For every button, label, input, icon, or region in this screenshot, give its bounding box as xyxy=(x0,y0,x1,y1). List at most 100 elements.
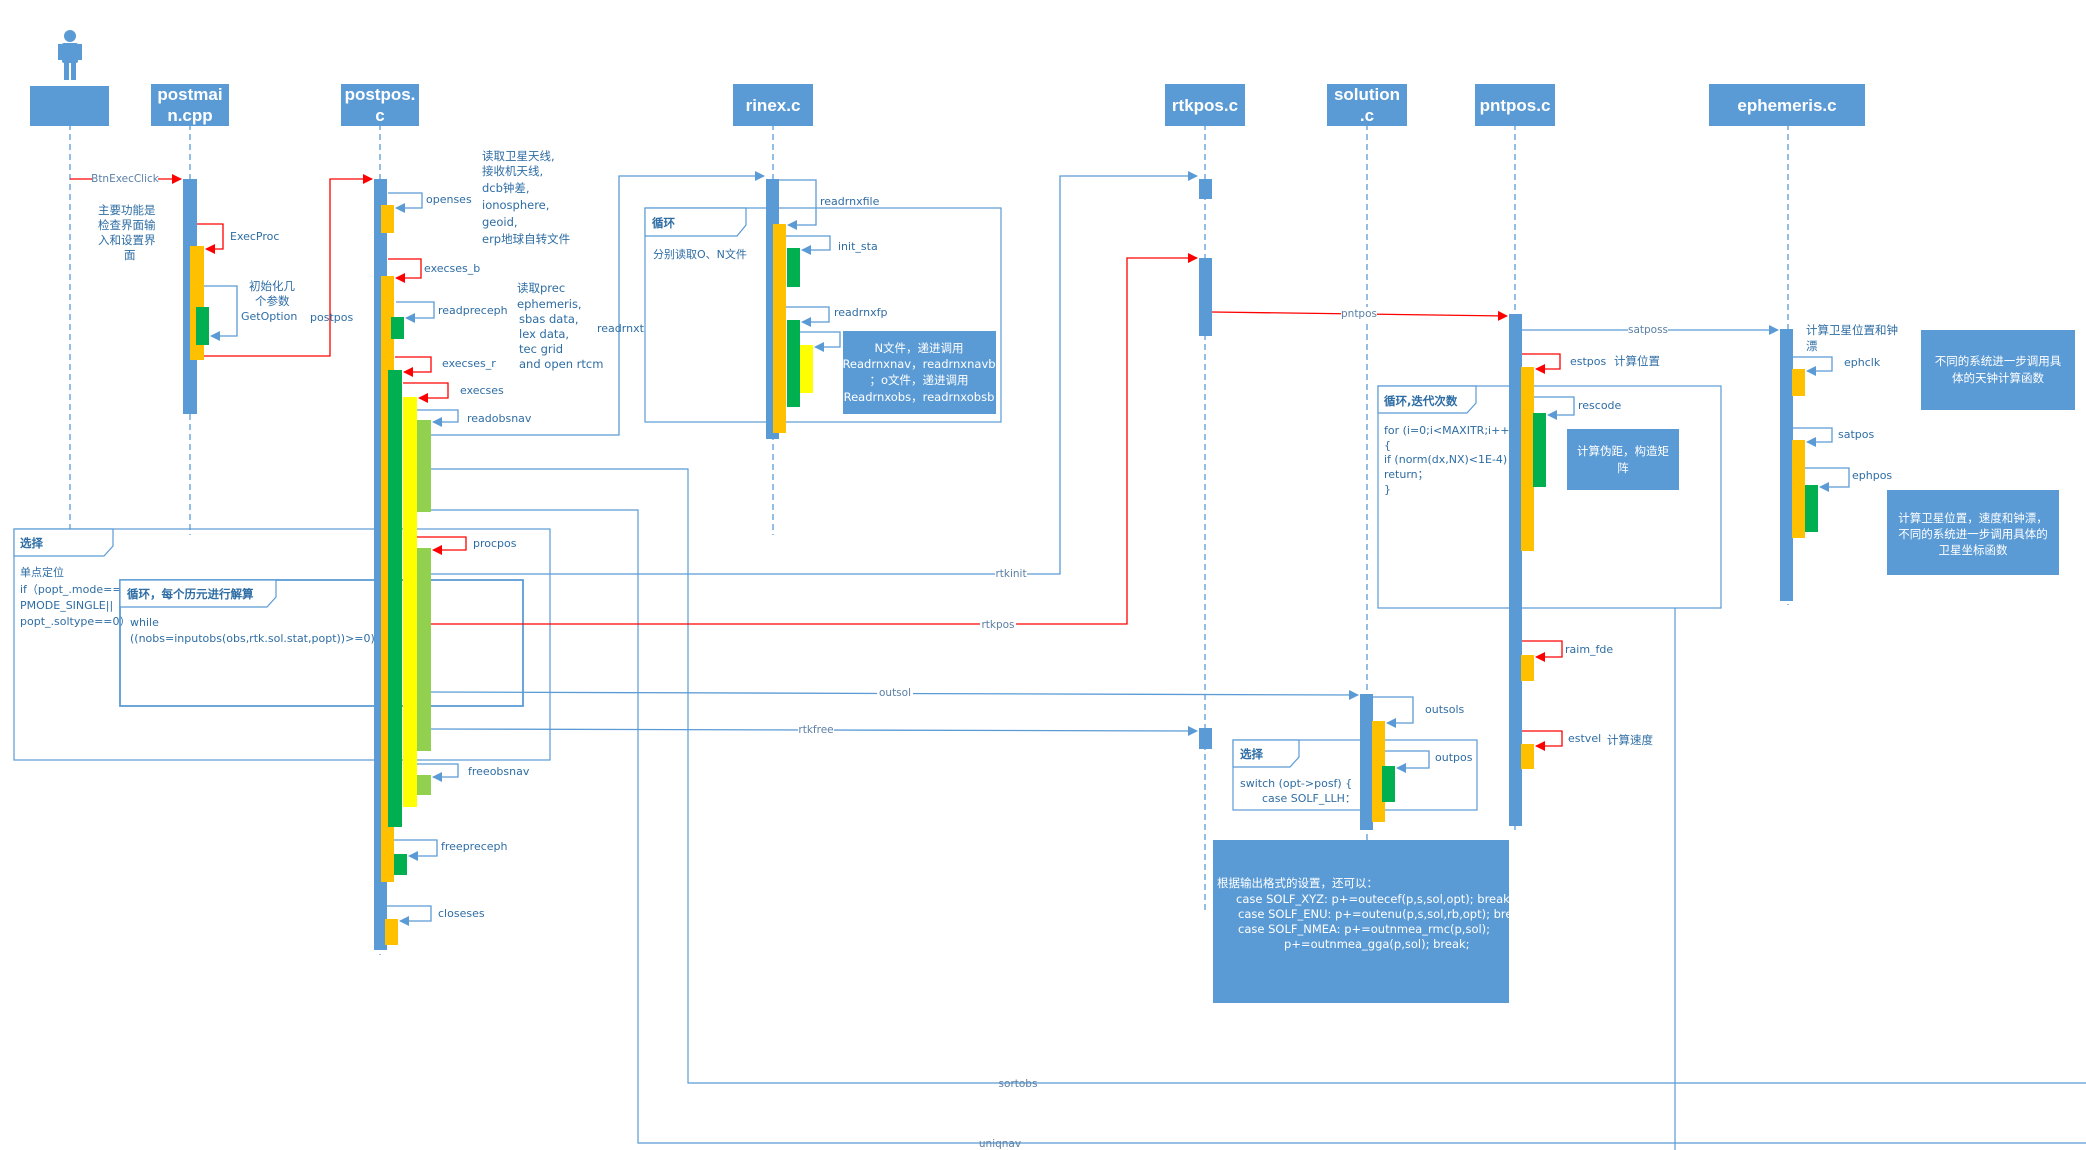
readrnxfile-label: readrnxfile xyxy=(820,195,880,208)
openses-bar xyxy=(381,205,394,233)
estpos-arrow xyxy=(1522,353,1561,374)
actor-header xyxy=(30,86,109,126)
rinex-loop-box: 循环 分别读取O、N文件 xyxy=(644,207,1002,423)
readpreceph-arrow xyxy=(396,301,435,323)
readpreceph-note-1: 读取prec xyxy=(517,281,565,295)
raim-fde-bar xyxy=(1521,655,1534,681)
iteration-loop-line2: { xyxy=(1384,439,1391,452)
readobsnav-bar xyxy=(417,420,431,512)
closeses-label: closeses xyxy=(438,907,485,920)
satpos-bar xyxy=(1792,440,1805,538)
readpreceph-label: readpreceph xyxy=(438,304,508,317)
init-sta-bar xyxy=(787,248,800,287)
uniqnav-label: uniqnav xyxy=(979,1138,1021,1150)
init-params-note-2: 个参数 xyxy=(255,294,290,308)
rescode-callout-line2: 阵 xyxy=(1617,461,1629,475)
ephpos-label: ephpos xyxy=(1852,469,1892,482)
satposs-label: satposs xyxy=(1628,324,1668,336)
outsols-arrow xyxy=(1373,696,1414,728)
rtkinit-bar xyxy=(1199,179,1212,199)
postmain-note-2: 检查界面输 xyxy=(98,218,156,232)
output-format-callout: 根据输出格式的设置，还可以： case SOLF_XYZ: p+=outecef… xyxy=(1213,840,1530,1003)
procpos-arrow xyxy=(417,536,467,555)
openses-note-5: geoid, xyxy=(482,215,518,229)
header-rinex: rinex.c xyxy=(733,84,813,126)
select-box-1-title: 选择 xyxy=(20,536,43,550)
header-ephemeris-label: ephemeris.c xyxy=(1737,96,1836,115)
readobsnav-arrow xyxy=(417,409,459,427)
readrnxt-arrow xyxy=(431,171,765,436)
execses-bar xyxy=(403,397,417,807)
raim-fde-arrow xyxy=(1522,640,1563,662)
readobsnav-label: readobsnav xyxy=(467,412,532,425)
epoch-loop-title: 循环，每个历元进行解算 xyxy=(126,587,254,601)
clock-callout-line1: 不同的系统进一步调用具 xyxy=(1935,354,2062,368)
iteration-loop-title: 循环,迭代次数 xyxy=(1383,394,1458,408)
rtkpos-bar xyxy=(1199,258,1212,336)
select-box-2: 选择 switch (opt->posf) { case SOLF_LLH： xyxy=(1232,739,1478,811)
satpos-callout-line2: 不同的系统进一步调用具体的 xyxy=(1898,527,2048,541)
execses-label: execses xyxy=(460,384,504,397)
header-pntpos-label: pntpos.c xyxy=(1480,96,1551,115)
procpos-label: procpos xyxy=(473,537,517,550)
iteration-loop-line5: } xyxy=(1384,483,1391,496)
readpreceph-note-2: ephemeris, xyxy=(517,297,582,311)
pntpos-activation xyxy=(1509,314,1522,826)
readpreceph-note-6: and open rtcm xyxy=(519,357,603,371)
outsols-label: outsols xyxy=(1425,703,1465,716)
select-box-1: 选择 单点定位 if（popt_.mode== PMODE_SINGLE|| p… xyxy=(13,528,551,761)
pntpos-label: pntpos xyxy=(1341,308,1377,320)
init-sta-label: init_sta xyxy=(838,240,878,253)
output-callout-line3: case SOLF_ENU: p+=outenu(p,s,sol,rb,opt)… xyxy=(1238,907,1530,921)
select-box-2-title: 选择 xyxy=(1240,747,1263,761)
rinex-callout-line4: Readrnxobs，readrnxobsb xyxy=(844,390,995,404)
estpos-note: 计算位置 xyxy=(1614,354,1660,368)
select-box-1-line4: popt_.soltype==0） xyxy=(20,615,131,628)
freepreceph-bar xyxy=(394,854,407,875)
rinex-callout-line1: N文件，递进调用 xyxy=(874,341,963,355)
iteration-loop-line3: if (norm(dx,NX)<1E-4) xyxy=(1384,453,1507,466)
outsols-bar xyxy=(1372,721,1385,822)
init-sta-arrow xyxy=(786,235,831,255)
person-icon xyxy=(58,30,82,80)
rescode-callout: 计算伪距，构造矩 阵 xyxy=(1567,429,1679,490)
execses-r-label: execses_r xyxy=(442,357,496,370)
messages xyxy=(70,171,1850,926)
freepreceph-arrow xyxy=(394,839,438,861)
rinex-callout-line3: ；o文件，递进调用 xyxy=(869,373,968,387)
postmain-note-4: 面 xyxy=(124,248,136,262)
rescode-bar xyxy=(1533,413,1546,487)
readrnx-inner-bar xyxy=(800,345,813,393)
rinex-callout-line2: Readrnxnav，readrnxnavb xyxy=(842,357,995,371)
closeses-bar xyxy=(385,919,398,945)
openses-arrow xyxy=(388,192,423,213)
sortobs-label: sortobs xyxy=(999,1078,1038,1090)
select-box-2-line2: case SOLF_LLH： xyxy=(1262,792,1356,805)
execses-b-label: execses_b xyxy=(424,262,480,275)
readrnxfp-bar xyxy=(787,320,800,407)
solution-activation xyxy=(1360,694,1373,830)
freeobsnav-arrow xyxy=(417,763,459,782)
execses-r-arrow xyxy=(395,356,432,377)
notes: 主要功能是 检查界面输 入和设置界 面 初始化几 个参数 读取卫星天线, 接收机… xyxy=(98,149,1898,747)
execses-arrow xyxy=(403,382,449,403)
epoch-loop-line1: while xyxy=(130,616,159,629)
uniqnav-line xyxy=(431,509,2086,1144)
execproc-arrow xyxy=(197,223,224,254)
outpos-label: outpos xyxy=(1435,751,1473,764)
clock-callout: 不同的系统进一步调用具 体的天钟计算函数 xyxy=(1921,330,2075,410)
rtkinit-label: rtkinit xyxy=(995,568,1026,580)
openses-note-6: erp地球自转文件 xyxy=(482,232,570,246)
ephclk-bar xyxy=(1792,369,1805,396)
readrnxfile-arrow xyxy=(779,179,817,230)
select-box-2-line1: switch (opt->posf) { xyxy=(1240,777,1352,790)
outpos-bar xyxy=(1382,766,1395,802)
estvel-note: 计算速度 xyxy=(1607,733,1653,747)
rinex-loop-title: 循环 xyxy=(651,216,675,230)
header-postmain: postmai n.cpp xyxy=(151,84,229,126)
satposs-note-1: 计算卫星位置和钟 xyxy=(1806,323,1898,337)
postmain-getoption-bar xyxy=(196,307,209,345)
estvel-arrow xyxy=(1522,730,1563,751)
raim-fde-label: raim_fde xyxy=(1565,643,1613,656)
